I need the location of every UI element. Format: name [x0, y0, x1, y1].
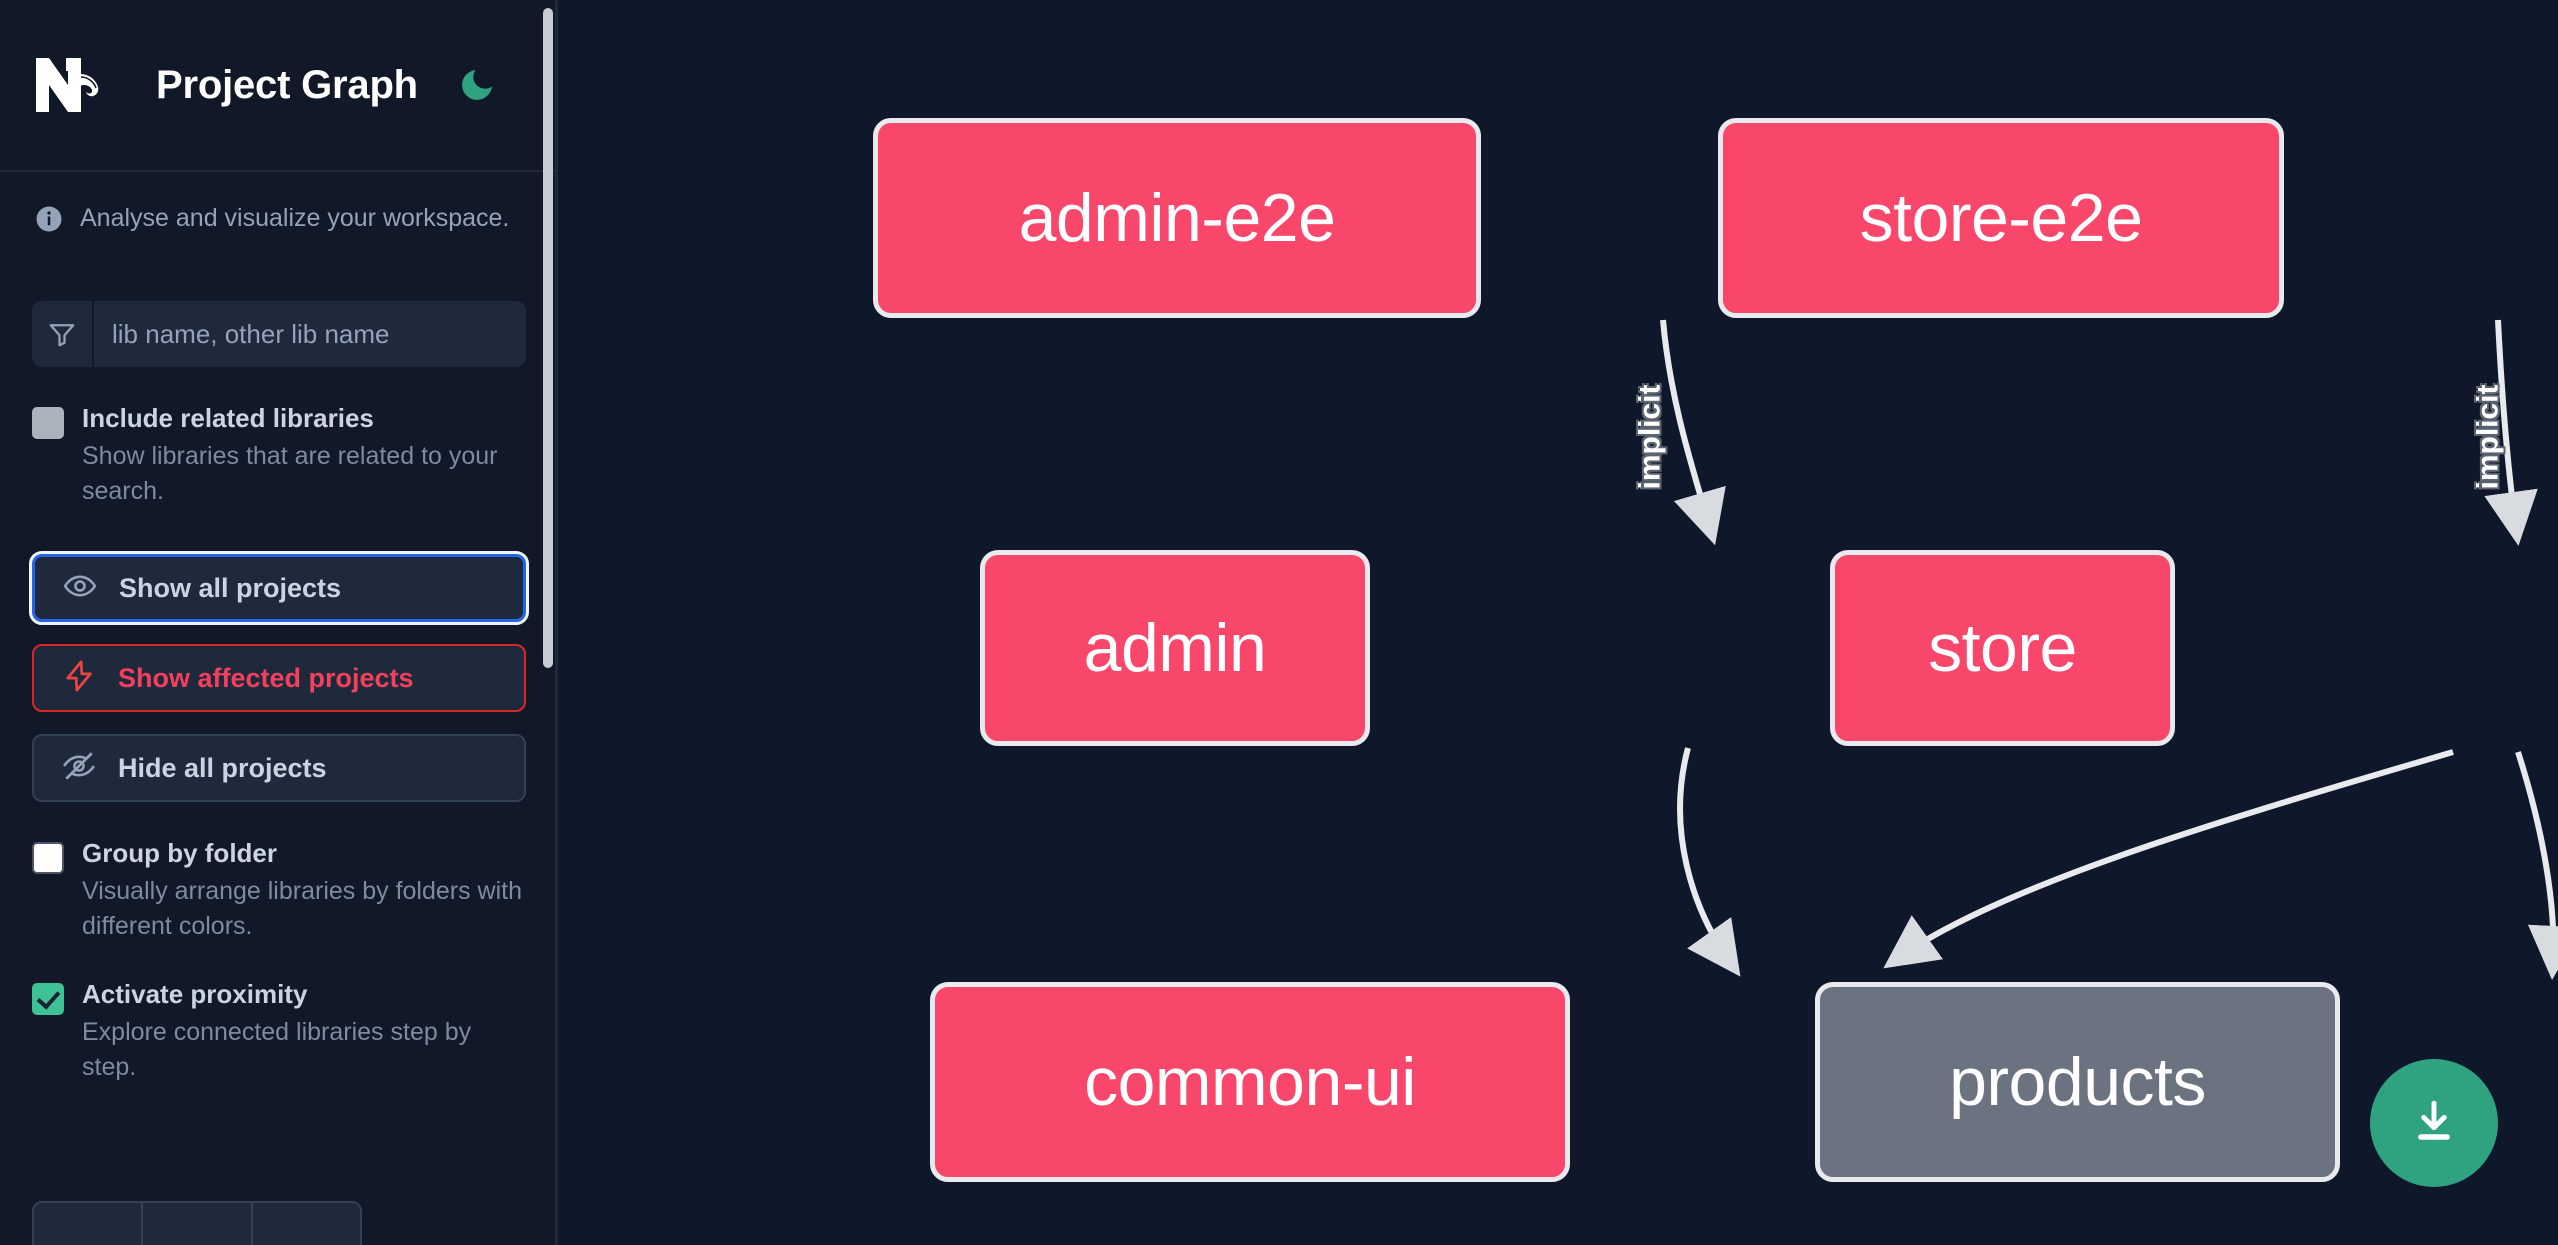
- activate-proximity-text-block: Activate proximity Explore connected lib…: [82, 977, 526, 1084]
- group-by-folder-label: Group by folder: [82, 838, 277, 869]
- include-related-description: Show libraries that are related to your …: [82, 442, 498, 505]
- workspace-note: Analyse and visualize your workspace.: [0, 172, 558, 239]
- activate-proximity-label: Activate proximity: [82, 979, 308, 1010]
- graph-node-products[interactable]: products: [1815, 982, 2340, 1182]
- show-all-projects-button[interactable]: Show all projects: [29, 551, 529, 626]
- sidebar-scrollbar[interactable]: [543, 8, 553, 668]
- search-field-wrapper[interactable]: [32, 301, 526, 367]
- filter-icon: [32, 301, 94, 367]
- include-related-checkbox[interactable]: [32, 407, 64, 439]
- eye-off-icon: [62, 749, 96, 788]
- edge-label-implicit-store: implicit: [2471, 384, 2505, 490]
- sidebar-scroll-area[interactable]: Project Graph Analyse and visualize your…: [0, 0, 558, 1245]
- graph-node-common-ui[interactable]: common-ui: [930, 982, 1570, 1182]
- graph-node-store-e2e[interactable]: store-e2e: [1718, 118, 2284, 318]
- segment-1[interactable]: [34, 1203, 144, 1245]
- download-icon[interactable]: [2370, 1059, 2498, 1187]
- group-by-folder-description: Visually arrange libraries by folders wi…: [82, 877, 523, 940]
- page-title: Project Graph: [156, 62, 418, 107]
- sidebar-bottom-segmented-control[interactable]: [32, 1201, 362, 1245]
- lightning-icon: [62, 659, 96, 698]
- graph-canvas[interactable]: implicit implicit admin-e2e store-e2e ad…: [558, 0, 2558, 1245]
- group-by-folder-checkbox[interactable]: [32, 842, 64, 875]
- hide-all-projects-label: Hide all projects: [118, 752, 327, 783]
- option-activate-proximity[interactable]: Activate proximity Explore connected lib…: [0, 943, 558, 1084]
- moon-icon[interactable]: [454, 62, 500, 108]
- workspace-note-text: Analyse and visualize your workspace.: [80, 204, 510, 232]
- sidebar-divider: [555, 0, 558, 1245]
- show-affected-projects-label: Show affected projects: [118, 662, 414, 693]
- include-related-text-block: Include related libraries Show libraries…: [82, 401, 526, 508]
- group-by-folder-text-block: Group by folder Visually arrange librari…: [82, 836, 526, 943]
- projects-button-group: Show all projects Show affected projects: [29, 551, 529, 803]
- info-icon: [34, 204, 64, 239]
- sidebar: Project Graph Analyse and visualize your…: [0, 0, 558, 1245]
- graph-node-admin[interactable]: admin: [980, 550, 1370, 746]
- show-affected-projects-button[interactable]: Show affected projects: [32, 644, 526, 713]
- nx-logo-icon: [34, 54, 126, 116]
- hide-all-projects-button[interactable]: Hide all projects: [32, 734, 526, 803]
- activate-proximity-checkbox[interactable]: [32, 983, 64, 1016]
- graph-node-admin-e2e[interactable]: admin-e2e: [873, 118, 1481, 318]
- option-group-by-folder[interactable]: Group by folder Visually arrange librari…: [0, 802, 558, 943]
- edge-label-implicit-admin: implicit: [1633, 384, 1667, 490]
- graph-node-store[interactable]: store: [1830, 550, 2175, 746]
- segment-2[interactable]: [143, 1203, 253, 1245]
- option-include-related[interactable]: Include related libraries Show libraries…: [0, 367, 558, 508]
- include-related-label: Include related libraries: [82, 403, 374, 433]
- segment-3[interactable]: [253, 1203, 360, 1245]
- activate-proximity-description: Explore connected libraries step by step…: [82, 1018, 472, 1081]
- eye-icon: [63, 569, 97, 608]
- search-input[interactable]: [94, 301, 526, 367]
- sidebar-header: Project Graph: [0, 0, 558, 172]
- show-all-projects-label: Show all projects: [119, 572, 342, 603]
